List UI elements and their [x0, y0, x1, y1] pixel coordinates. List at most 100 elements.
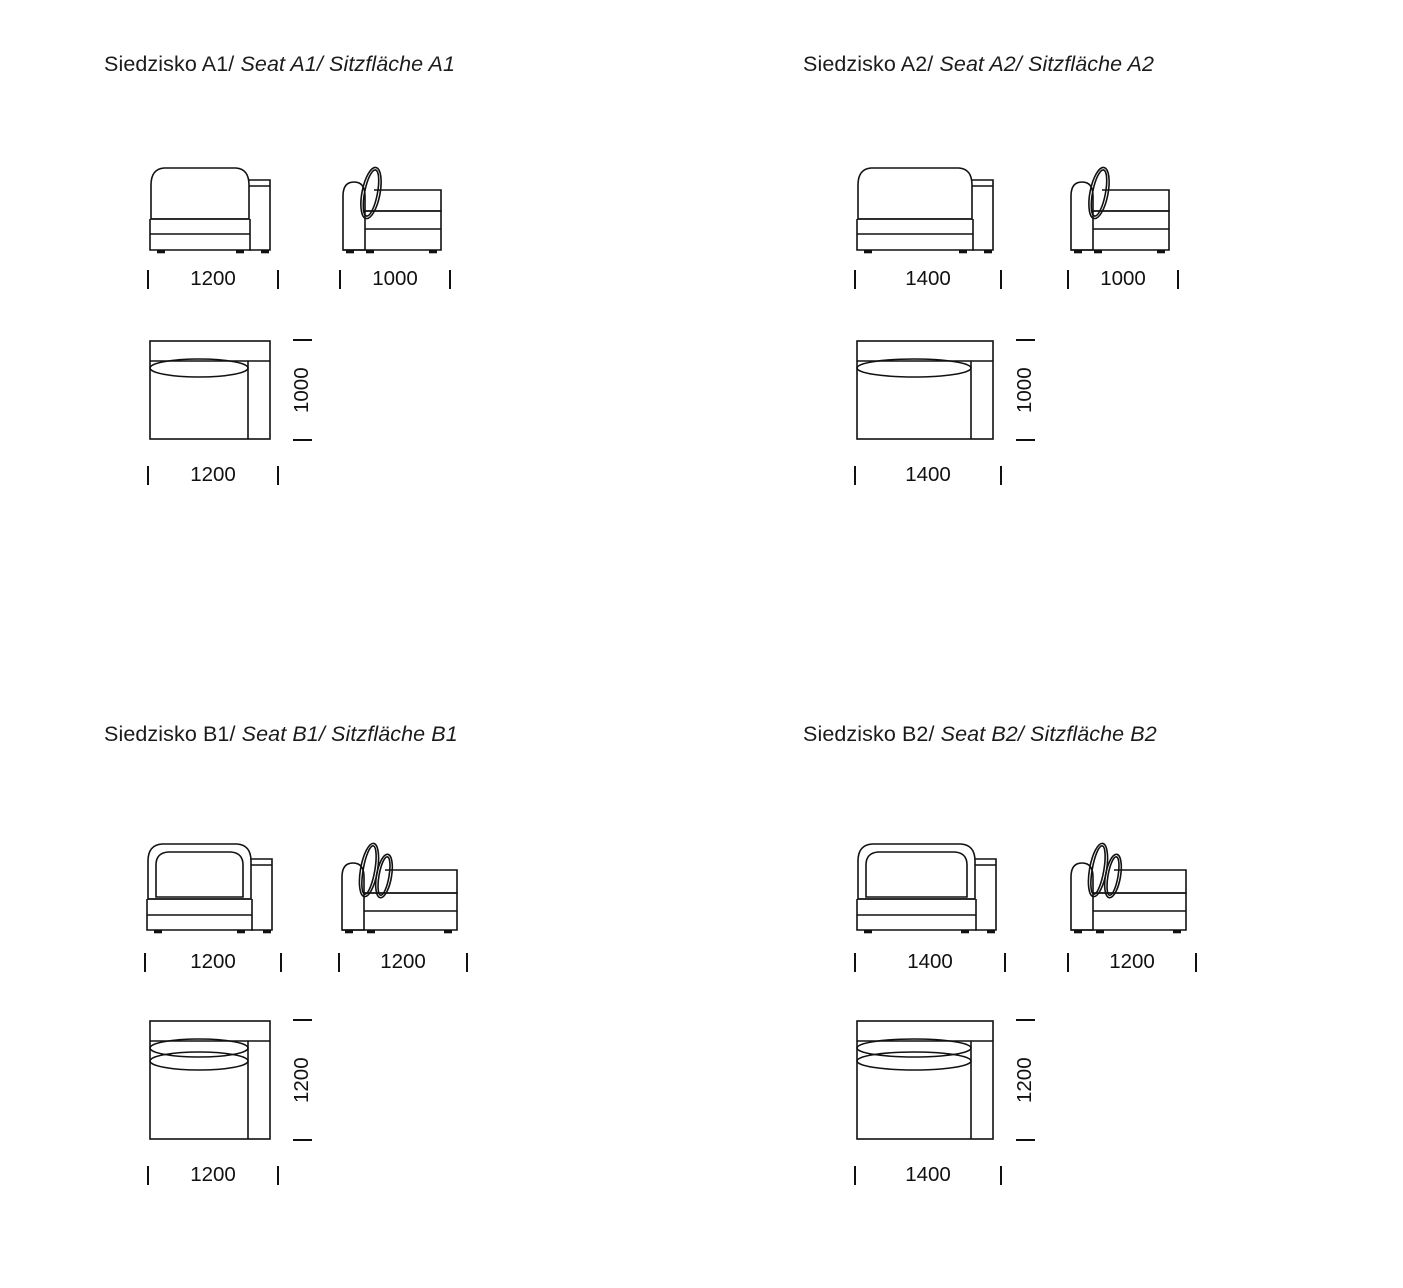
plan-depth-dimension-b1: 1200 [288, 1019, 316, 1141]
dim-tick-bottom [1015, 439, 1035, 441]
plan-drawing-b2 [856, 1020, 994, 1140]
side-depth-dimension-b1: 1200 [338, 949, 468, 975]
dim-tick-right [1177, 269, 1179, 289]
plan-depth-dimension-a1: 1000 [288, 339, 316, 441]
dim-tick-left [1067, 952, 1069, 972]
plan-depth-value-b2: 1200 [1012, 1057, 1036, 1103]
panel-title-b1-de: Sitzfläche B1 [331, 722, 458, 746]
dim-tick-top [1015, 1019, 1035, 1021]
side-elevation-drawing-b2 [1070, 842, 1187, 934]
dim-tick-right [1000, 465, 1002, 485]
plan-view-a2: 1000 1400 [854, 339, 1036, 485]
dim-tick-bottom [292, 439, 312, 441]
side-elevation-drawing-a1 [342, 166, 442, 254]
panel-title-b2-pl: Siedzisko B2/ [803, 722, 935, 746]
dim-tick-bottom [1015, 1139, 1035, 1141]
panel-title-a1-pl: Siedzisko A1/ [104, 52, 235, 76]
front-width-dimension-a1: 1200 [147, 266, 279, 292]
front-width-value-a2: 1400 [905, 266, 951, 290]
front-width-value-b1: 1200 [190, 949, 236, 973]
front-width-dimension-b1: 1200 [144, 949, 282, 975]
front-view-a2: 1400 [854, 159, 1002, 289]
front-view-b2: 1400 [854, 837, 1006, 972]
front-elevation-drawing-a1 [149, 167, 271, 254]
panel-title-a2: Siedzisko A2/ Seat A2/ Sitzfläche A2 [803, 52, 1223, 77]
side-view-a1: 1000 [339, 159, 451, 289]
dim-tick-left [854, 465, 856, 485]
panel-seat-a2: Siedzisko A2/ Seat A2/ Sitzfläche A2 [803, 52, 1223, 485]
front-elevation-drawing-b2 [856, 843, 997, 934]
plan-view-a1: 1000 1200 [147, 339, 313, 485]
side-view-a2: 1000 [1067, 159, 1179, 289]
plan-width-value-a1: 1200 [190, 462, 236, 486]
dim-tick-right [466, 952, 468, 972]
side-elevation-drawing-a2 [1070, 166, 1170, 254]
side-view-b2: 1200 [1067, 837, 1197, 972]
side-depth-dimension-b2: 1200 [1067, 949, 1197, 975]
front-width-dimension-a2: 1400 [854, 266, 1002, 292]
plan-view-b1: 1200 1200 [147, 1019, 313, 1185]
panel-seat-b2: Siedzisko B2/ Seat B2/ Sitzfläche B2 [803, 722, 1223, 1185]
dim-tick-left [854, 1165, 856, 1185]
front-view-b1: 1200 [144, 837, 282, 972]
dim-tick-left [147, 269, 149, 289]
panel-seat-b1: Siedzisko B1/ Seat B1/ Sitzfläche B1 [104, 722, 524, 1185]
dim-tick-left [339, 269, 341, 289]
plan-width-dimension-b2: 1400 [854, 1162, 1002, 1188]
plan-width-value-b2: 1400 [905, 1162, 951, 1186]
panel-title-a1-en: Seat A1/ [240, 52, 323, 76]
side-depth-value-a2: 1000 [1100, 266, 1146, 290]
front-width-dimension-b2: 1400 [854, 949, 1006, 975]
panel-title-a1: Siedzisko A1/ Seat A1/ Sitzfläche A1 [104, 52, 524, 77]
panel-title-a2-pl: Siedzisko A2/ [803, 52, 934, 76]
dim-tick-top [292, 1019, 312, 1021]
dim-tick-left [854, 952, 856, 972]
dim-tick-bottom [292, 1139, 312, 1141]
plan-depth-value-a2: 1000 [1012, 367, 1036, 413]
plan-width-dimension-a1: 1200 [147, 462, 279, 488]
side-depth-value-b1: 1200 [380, 949, 426, 973]
dim-tick-right [1000, 269, 1002, 289]
plan-depth-value-b1: 1200 [289, 1057, 313, 1103]
dim-tick-right [1195, 952, 1197, 972]
front-width-value-b2: 1400 [907, 949, 953, 973]
dim-tick-left [147, 1165, 149, 1185]
dim-tick-top [1015, 339, 1035, 341]
side-depth-dimension-a2: 1000 [1067, 266, 1179, 292]
panel-title-b2-de: Sitzfläche B2 [1030, 722, 1157, 746]
plan-width-dimension-a2: 1400 [854, 462, 1002, 488]
plan-width-value-a2: 1400 [905, 462, 951, 486]
plan-drawing-b1 [149, 1020, 271, 1140]
dim-tick-top [292, 339, 312, 341]
front-width-value-a1: 1200 [190, 266, 236, 290]
panel-title-b1: Siedzisko B1/ Seat B1/ Sitzfläche B1 [104, 722, 524, 747]
dim-tick-left [338, 952, 340, 972]
dim-tick-left [144, 952, 146, 972]
side-depth-value-b2: 1200 [1109, 949, 1155, 973]
front-elevation-drawing-b1 [146, 843, 273, 934]
panel-title-b2: Siedzisko B2/ Seat B2/ Sitzfläche B2 [803, 722, 1223, 747]
plan-drawing-a2 [856, 340, 994, 440]
side-depth-dimension-a1: 1000 [339, 266, 451, 292]
dim-tick-right [449, 269, 451, 289]
side-depth-value-a1: 1000 [372, 266, 418, 290]
dim-tick-right [1000, 1165, 1002, 1185]
plan-depth-dimension-a2: 1000 [1011, 339, 1039, 441]
plan-width-dimension-b1: 1200 [147, 1162, 279, 1188]
front-elevation-drawing-a2 [856, 167, 994, 254]
plan-depth-value-a1: 1000 [289, 367, 313, 413]
dim-tick-right [277, 269, 279, 289]
panel-title-a2-de: Sitzfläche A2 [1028, 52, 1155, 76]
plan-width-value-b1: 1200 [190, 1162, 236, 1186]
dim-tick-left [147, 465, 149, 485]
dim-tick-left [854, 269, 856, 289]
panel-title-a1-de: Sitzfläche A1 [329, 52, 456, 76]
panel-title-a2-en: Seat A2/ [939, 52, 1022, 76]
panel-title-b2-en: Seat B2/ [940, 722, 1024, 746]
plan-view-b2: 1200 1400 [854, 1019, 1036, 1185]
side-view-b1: 1200 [338, 837, 468, 972]
plan-depth-dimension-b2: 1200 [1011, 1019, 1039, 1141]
dim-tick-right [280, 952, 282, 972]
dim-tick-right [277, 465, 279, 485]
plan-drawing-a1 [149, 340, 271, 440]
